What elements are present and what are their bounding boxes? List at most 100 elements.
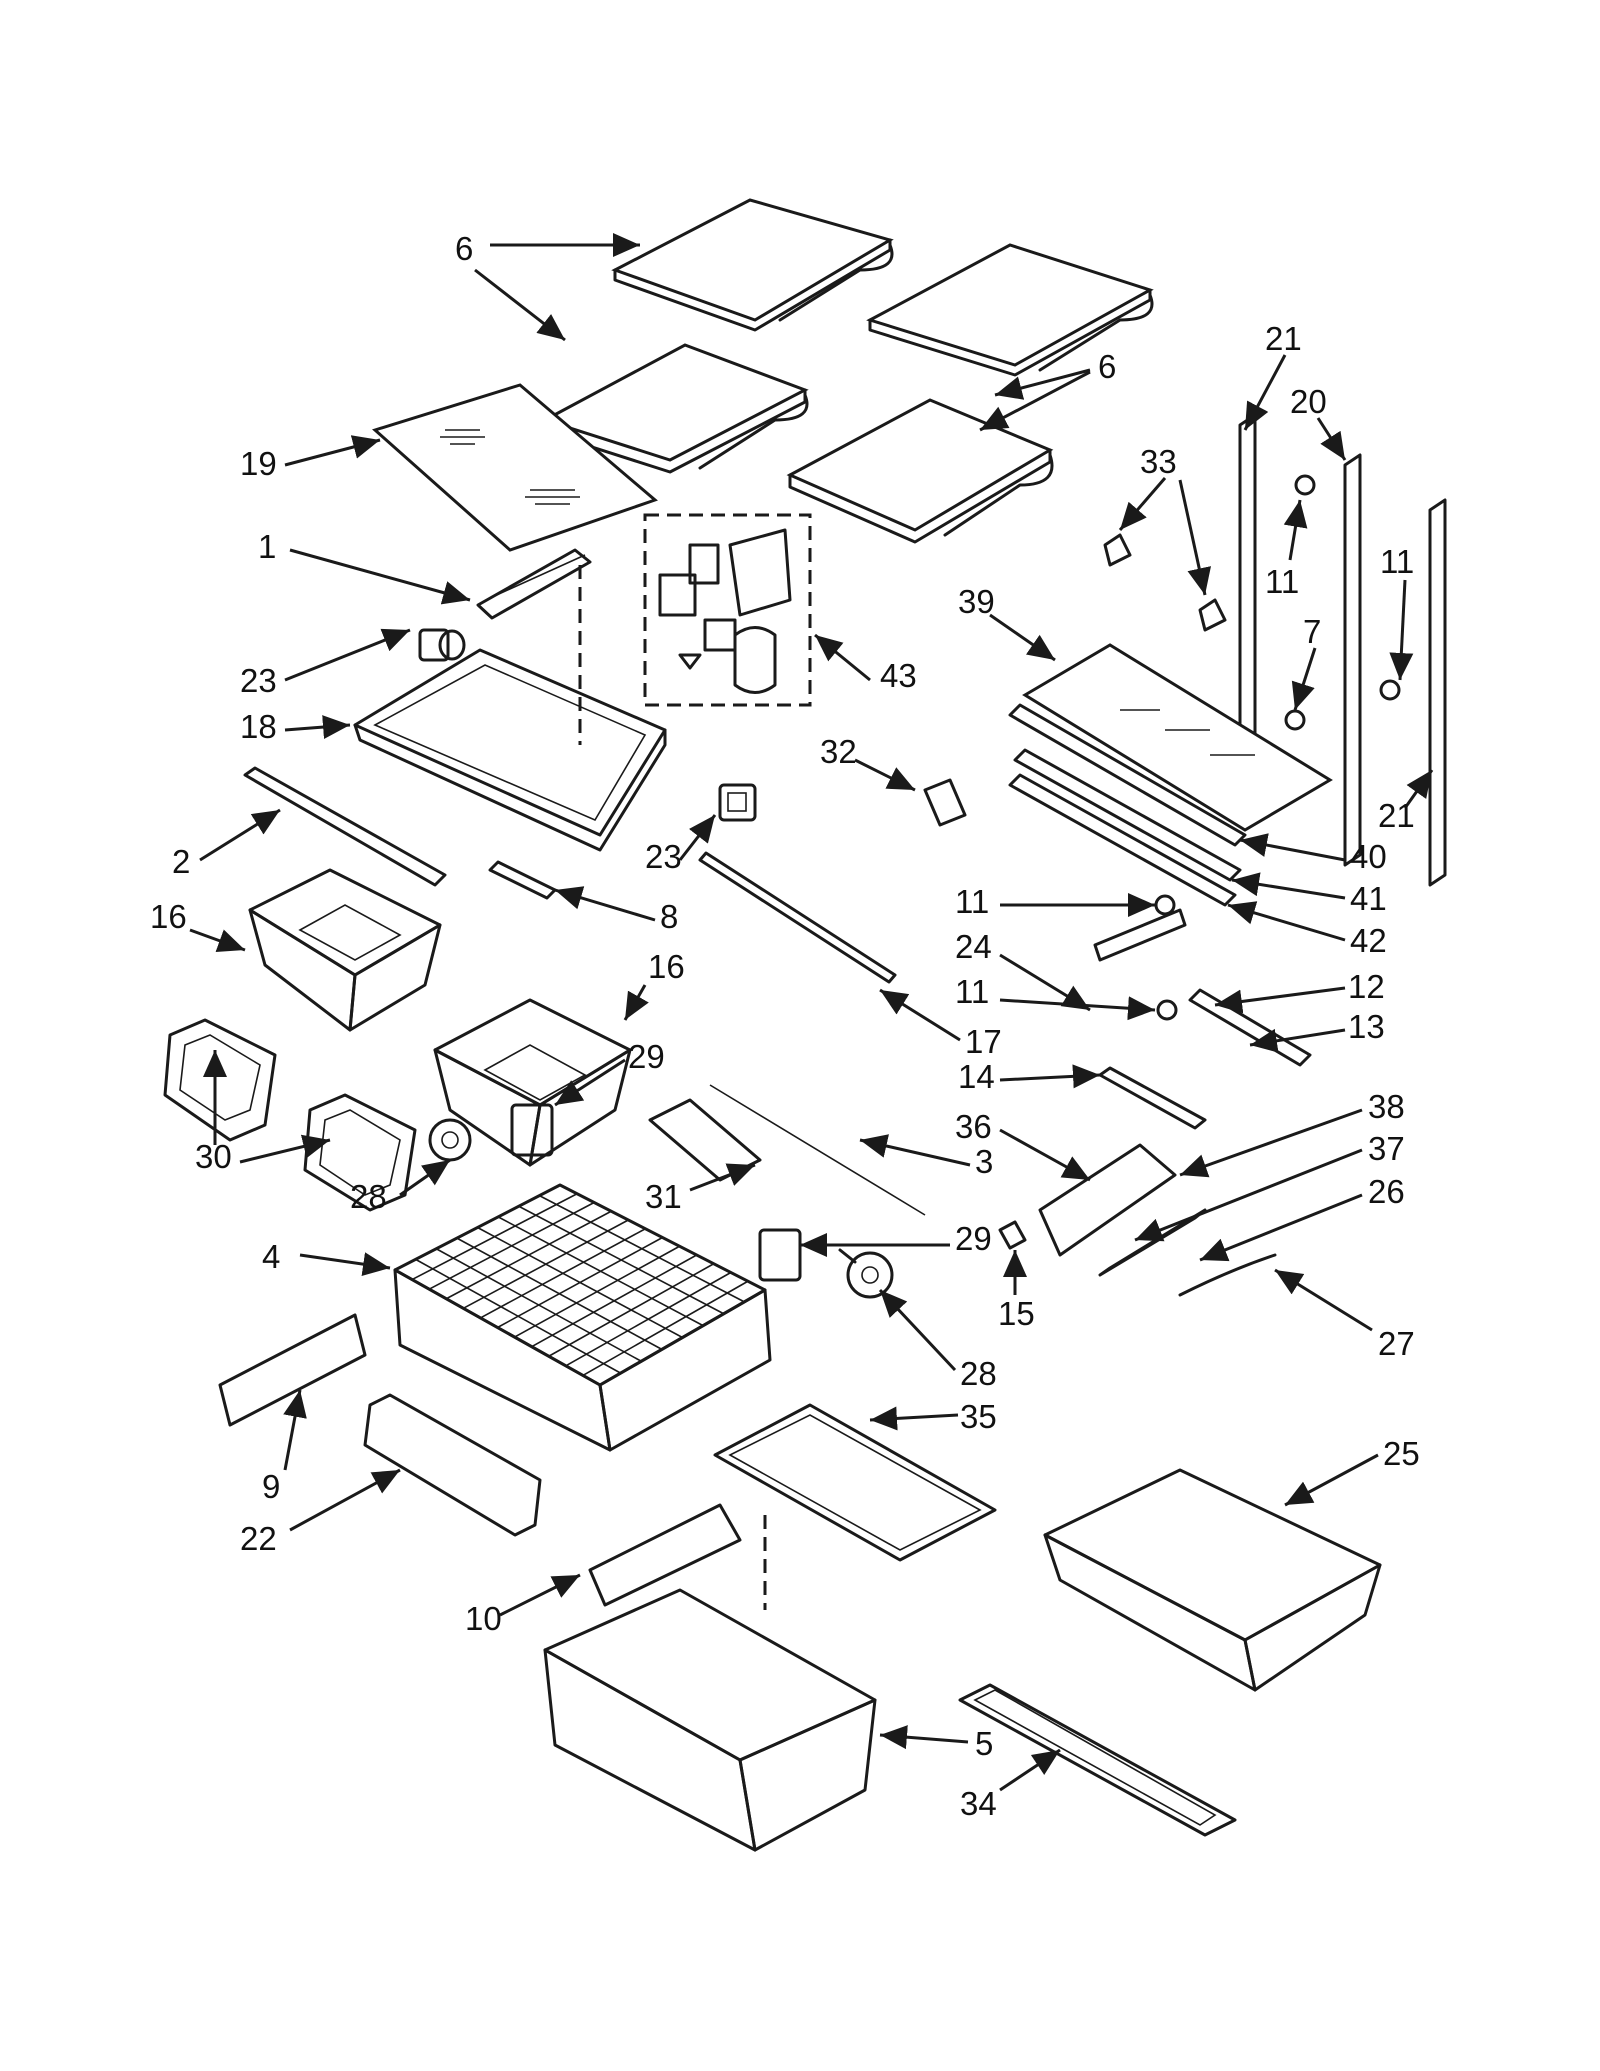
divider-22 [363, 1393, 542, 1537]
callout-37: 37 [1368, 1130, 1405, 1167]
leader-25 [1284, 1453, 1379, 1507]
glass-shelf-39 [1022, 643, 1333, 832]
callout-33: 33 [1140, 443, 1177, 480]
trim-34 [958, 1683, 1237, 1837]
leader-17 [879, 988, 961, 1042]
callout-35: 35 [960, 1398, 997, 1435]
rack-35 [713, 1403, 997, 1562]
leader-24 [999, 953, 1091, 1012]
callout-41: 41 [1350, 880, 1387, 917]
part-8 [488, 860, 557, 900]
knob-23-left [418, 628, 466, 662]
basket-wire [497, 1216, 704, 1327]
leader-27 [1274, 1268, 1373, 1332]
basket-wire [518, 1205, 725, 1315]
rod-17 [698, 851, 897, 984]
leader-8 [554, 886, 656, 922]
leader-16a [189, 928, 246, 953]
leader-30-2 [239, 1134, 331, 1164]
leader-arrows [189, 233, 1434, 1792]
trim-2 [243, 766, 447, 887]
callout-5: 5 [975, 1725, 993, 1762]
leader-26 [1199, 1193, 1363, 1262]
bracket-1 [476, 548, 592, 620]
callout-42: 42 [1350, 922, 1387, 959]
leader-6b-2 [979, 370, 1091, 432]
leader-9 [283, 1389, 307, 1471]
leader-23a [284, 628, 411, 682]
mechanism-right [998, 908, 1312, 1297]
crisper-16-left [248, 868, 442, 1032]
leader-34 [999, 1748, 1061, 1792]
callout-14: 14 [958, 1058, 995, 1095]
callout-11a: 11 [1265, 563, 1299, 600]
leader-29a [554, 1058, 626, 1107]
leader-5 [879, 1725, 969, 1750]
leader-36 [999, 1128, 1091, 1182]
tray-25 [1043, 1468, 1382, 1692]
leader-28b [878, 1288, 957, 1372]
leader-37 [1134, 1148, 1363, 1242]
callout-21a: 21 [1265, 320, 1302, 357]
callout-7: 7 [1303, 613, 1321, 650]
crisper-16-right [433, 998, 632, 1167]
leader-31 [689, 1163, 756, 1192]
leader-41 [1231, 872, 1346, 900]
divider-10 [588, 1503, 742, 1607]
leader-40 [1239, 833, 1346, 862]
wire-basket-5 [543, 1588, 877, 1852]
callout-23b: 23 [645, 838, 682, 875]
gear-28-right [838, 1248, 894, 1299]
bracket-29-left [510, 1103, 554, 1157]
callout-40: 40 [1350, 838, 1387, 875]
callout-1: 1 [258, 528, 276, 565]
callout-10: 10 [465, 1600, 502, 1637]
callout-31: 31 [645, 1178, 682, 1215]
callout-8: 8 [660, 898, 678, 935]
callout-6a: 6 [455, 230, 473, 267]
basket-wire [477, 1226, 683, 1339]
leader-3 [859, 1134, 971, 1167]
shelf-6-top-left [611, 198, 894, 332]
leader-11a [1283, 499, 1308, 561]
filter-assembly-43 [643, 513, 812, 707]
crisper-cover-18 [353, 648, 667, 852]
callout-25: 25 [1383, 1435, 1420, 1472]
shelf-6-top-right [866, 243, 1154, 377]
leader-22 [289, 1468, 401, 1532]
callout-20: 20 [1290, 383, 1327, 420]
basket-wire [435, 1248, 642, 1362]
basket-wire [415, 1258, 622, 1374]
leader-32 [854, 758, 916, 792]
callout-28b: 28 [960, 1355, 997, 1392]
callout-15: 15 [998, 1295, 1035, 1332]
callout-17: 17 [965, 1023, 1002, 1060]
leader-11d [999, 996, 1156, 1021]
clips-33 [1103, 533, 1227, 632]
leader-7 [1291, 647, 1317, 711]
leader-33-1 [1118, 477, 1167, 531]
leader-16b [623, 984, 649, 1021]
leader-1 [289, 548, 471, 605]
callout-12: 12 [1348, 968, 1385, 1005]
callout-11c: 11 [955, 883, 989, 920]
drawer-front-30-right [303, 1093, 417, 1212]
leader-39 [989, 613, 1056, 662]
slide-31 [648, 1098, 762, 1182]
leader-13 [1249, 1028, 1346, 1053]
callout-19: 19 [240, 445, 277, 482]
knob-23-right [718, 783, 757, 822]
basket-wire [539, 1194, 745, 1303]
callout-16a: 16 [150, 898, 187, 935]
callout-9: 9 [262, 1468, 280, 1505]
callout-29b: 29 [955, 1220, 992, 1257]
leader-43 [814, 633, 871, 682]
callout-30: 30 [195, 1138, 232, 1175]
leader-4 [299, 1252, 391, 1277]
leader-2 [199, 808, 281, 862]
callout-28a: 28 [350, 1178, 387, 1215]
leader-33-2 [1178, 479, 1211, 596]
leader-14 [999, 1064, 1101, 1089]
callout-32: 32 [820, 733, 857, 770]
callout-29a: 29 [628, 1038, 665, 1075]
